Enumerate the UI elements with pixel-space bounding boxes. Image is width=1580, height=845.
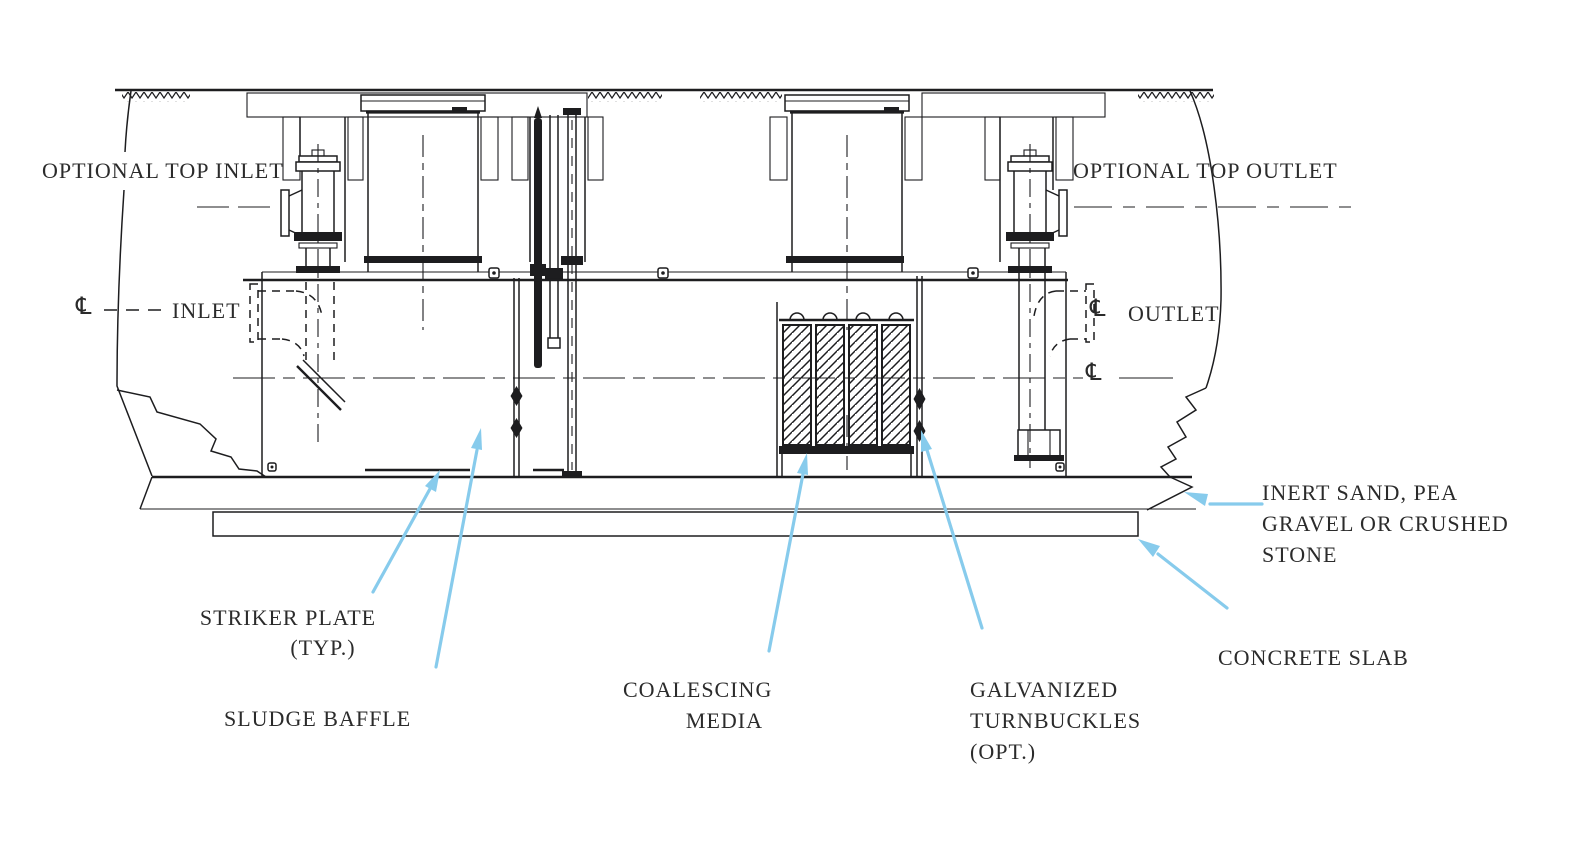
label-striker-plate-line2: (TYP.) (290, 635, 356, 660)
grade-line (115, 88, 1214, 102)
label-striker-plate-line1: STRIKER PLATE (199, 605, 377, 630)
tank-shell (152, 267, 1192, 479)
callout-arrows (371, 428, 1264, 669)
label-turnbuckles-line2: TURNBUCKLES (970, 708, 1142, 733)
inlet-pipe-assembly (197, 116, 346, 446)
bedding-layer (139, 476, 1196, 510)
label-inlet: INLET (172, 298, 241, 323)
centerlines (104, 309, 1173, 379)
striker-plate-arrow (371, 470, 440, 594)
left-manway-riser (347, 94, 529, 330)
concrete-slab-arrow (1138, 539, 1229, 610)
excavation-outline (116, 90, 1222, 511)
centerline-symbol-outlet: ℄ (1090, 294, 1106, 322)
inert-sand-arrow (1184, 492, 1264, 506)
grade-slabs (246, 92, 1106, 118)
coalescing-media-pack (776, 276, 926, 477)
label-bedding-line3: STONE (1262, 542, 1338, 567)
label-coalescing-media-line1: COALESCING (623, 677, 773, 702)
label-concrete-slab: CONCRETE SLAB (1218, 645, 1409, 670)
label-bedding-line1: INERT SAND, PEA (1262, 480, 1459, 505)
bolt-icon (267, 267, 1065, 472)
label-outlet: OUTLET (1128, 301, 1220, 326)
coalescing-media-arrow (767, 453, 808, 653)
label-coalescing-media-line2: MEDIA (685, 708, 763, 733)
outlet-pipe-assembly (984, 116, 1360, 468)
label-sludge-baffle: SLUDGE BAFFLE (224, 706, 412, 731)
label-optional-top-outlet: OPTIONAL TOP OUTLET (1073, 158, 1338, 183)
label-optional-top-inlet: OPTIONAL TOP INLET (42, 158, 284, 183)
centerline-symbol-tank: ℄ (1086, 358, 1102, 386)
sludge-baffle-arrow (434, 428, 482, 669)
bottom-concrete-slab (212, 511, 1139, 537)
right-manway-riser (769, 94, 923, 470)
label-turnbuckles-line1: GALVANIZED (970, 677, 1119, 702)
centerline-symbol-inlet: ℄ (76, 292, 92, 320)
center-pipe-cluster (529, 106, 604, 476)
label-turnbuckles-line3: (OPT.) (970, 739, 1037, 764)
label-bedding-line2: GRAVEL OR CRUSHED (1262, 511, 1509, 536)
turnbuckles-arrow (921, 430, 984, 630)
